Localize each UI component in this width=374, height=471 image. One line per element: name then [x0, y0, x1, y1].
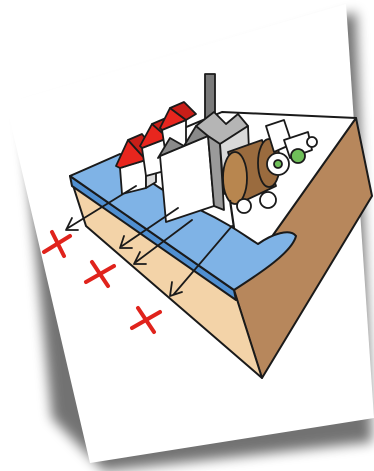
diagram-canvas	[0, 0, 374, 471]
pollution-block-diagram	[0, 0, 374, 471]
